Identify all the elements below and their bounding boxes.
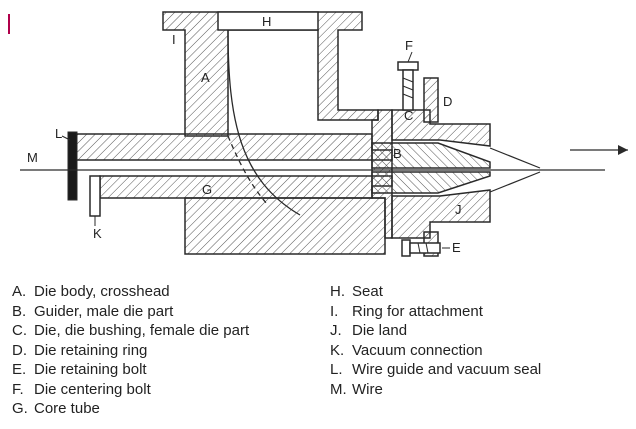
accent-mark: [8, 14, 10, 34]
die-retaining-bolt: [401, 239, 441, 257]
guider-male-die: [371, 142, 491, 194]
leader-f: [407, 51, 413, 63]
legend-text: Die land: [352, 322, 408, 339]
label-e: E: [452, 240, 461, 255]
legend-key: J.: [330, 322, 342, 339]
legend-key: D.: [12, 341, 27, 359]
seat: [217, 11, 319, 31]
legend-key: C.: [12, 322, 27, 339]
label-a: A: [201, 70, 210, 85]
legend-text: Die centering bolt: [34, 380, 151, 398]
legend-item: E. Die retaining bolt: [12, 360, 249, 380]
legend-item: M. Wire: [330, 380, 541, 400]
flow-path-curve: [227, 29, 301, 216]
legend-item: F. Die centering bolt: [12, 380, 249, 400]
legend-key: M.: [330, 380, 347, 398]
die-land: [391, 189, 491, 239]
legend-text: Ring for attachment: [352, 302, 483, 320]
wire-guide-vacuum-seal: [67, 131, 78, 201]
die-body-upper: [162, 11, 379, 137]
legend-text: Die, die bushing, female die part: [34, 322, 250, 339]
flow-path-dashed: [227, 135, 269, 206]
core-tube-lower: [99, 175, 393, 199]
legend-text: Wire: [352, 380, 383, 398]
legend-item: J. Die land: [330, 321, 541, 341]
legend-item: D. Die retaining ring: [12, 341, 249, 361]
legend-text: Die body, crosshead: [34, 283, 170, 300]
legend-key: A.: [12, 283, 27, 300]
vacuum-connection: [89, 175, 101, 217]
legend-key: K.: [330, 341, 345, 359]
legend-text: Core tube: [34, 400, 100, 417]
legend-key: G.: [12, 400, 28, 417]
die-body-lower: [184, 197, 386, 255]
label-h: H: [262, 14, 271, 29]
legend-item: H. Seat: [330, 282, 541, 302]
legend-text: Vacuum connection: [352, 341, 483, 359]
legend-key: H.: [330, 283, 345, 300]
legend-item: G. Core tube: [12, 399, 249, 419]
legend-text: Seat: [352, 283, 383, 300]
legend-item: B. Guider, male die part: [12, 302, 249, 322]
label-b: B: [393, 146, 402, 161]
legend-item: I. Ring for attachment: [330, 302, 541, 322]
legend-item: K. Vacuum connection: [330, 341, 541, 361]
label-c: C: [404, 108, 413, 123]
label-g: G: [202, 182, 212, 197]
label-i: I: [172, 32, 176, 47]
legend-item: A. Die body, crosshead: [12, 282, 249, 302]
leader-l: [61, 135, 71, 141]
coating-line-top: [489, 147, 541, 169]
direction-arrow: [570, 145, 628, 155]
legend-item: L. Wire guide and vacuum seal: [330, 360, 541, 380]
core-tube-upper: [71, 133, 393, 161]
label-l: L: [55, 126, 62, 141]
label-d: D: [443, 94, 452, 109]
label-m: M: [27, 150, 38, 165]
legend-key: B.: [12, 302, 27, 320]
die-retaining-ring: [423, 77, 439, 123]
legend-text: Die retaining ring: [34, 341, 148, 359]
legend-item: C. Die, die bushing, female die part: [12, 321, 249, 341]
legend-key: I.: [330, 302, 339, 320]
legend-text: Die retaining bolt: [34, 361, 147, 378]
legend-key: L.: [330, 361, 343, 378]
die-centering-bolt: [397, 61, 419, 111]
legend-key: F.: [12, 380, 24, 398]
legend-text: Guider, male die part: [34, 302, 174, 320]
label-j: J: [455, 202, 462, 217]
legend-key: E.: [12, 361, 27, 378]
legend-text: Wire guide and vacuum seal: [352, 361, 542, 378]
label-k: K: [93, 226, 102, 241]
coating-line-bottom: [489, 171, 541, 193]
label-f: F: [405, 38, 413, 53]
